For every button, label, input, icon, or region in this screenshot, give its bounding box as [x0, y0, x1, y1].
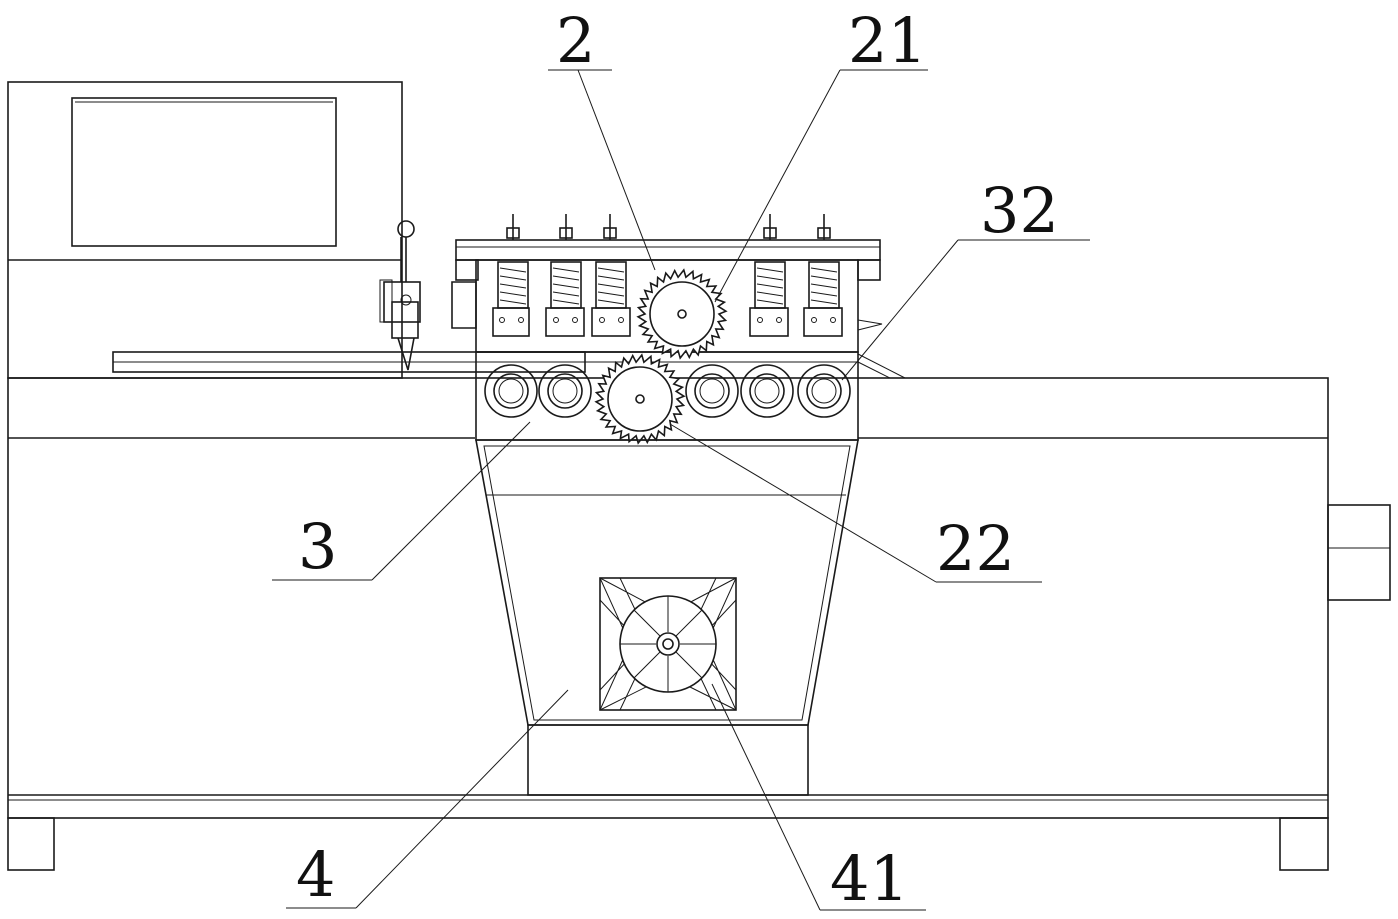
side-box: [1328, 505, 1390, 600]
label-41: 41: [830, 842, 909, 915]
label-4: 4: [296, 838, 335, 911]
label-22: 22: [936, 512, 1015, 585]
label-21: 21: [848, 4, 927, 77]
label-3: 3: [298, 510, 337, 583]
label-32: 32: [980, 174, 1059, 247]
upper-saw-blade: [638, 270, 726, 358]
lower-saw-blade: [596, 355, 684, 443]
label-2: 2: [556, 4, 595, 77]
outfeed-rails: [858, 354, 905, 378]
control-cabinet: [8, 82, 402, 378]
fan: [600, 578, 736, 710]
leader-lines: [272, 70, 1090, 910]
lever: [380, 221, 420, 370]
